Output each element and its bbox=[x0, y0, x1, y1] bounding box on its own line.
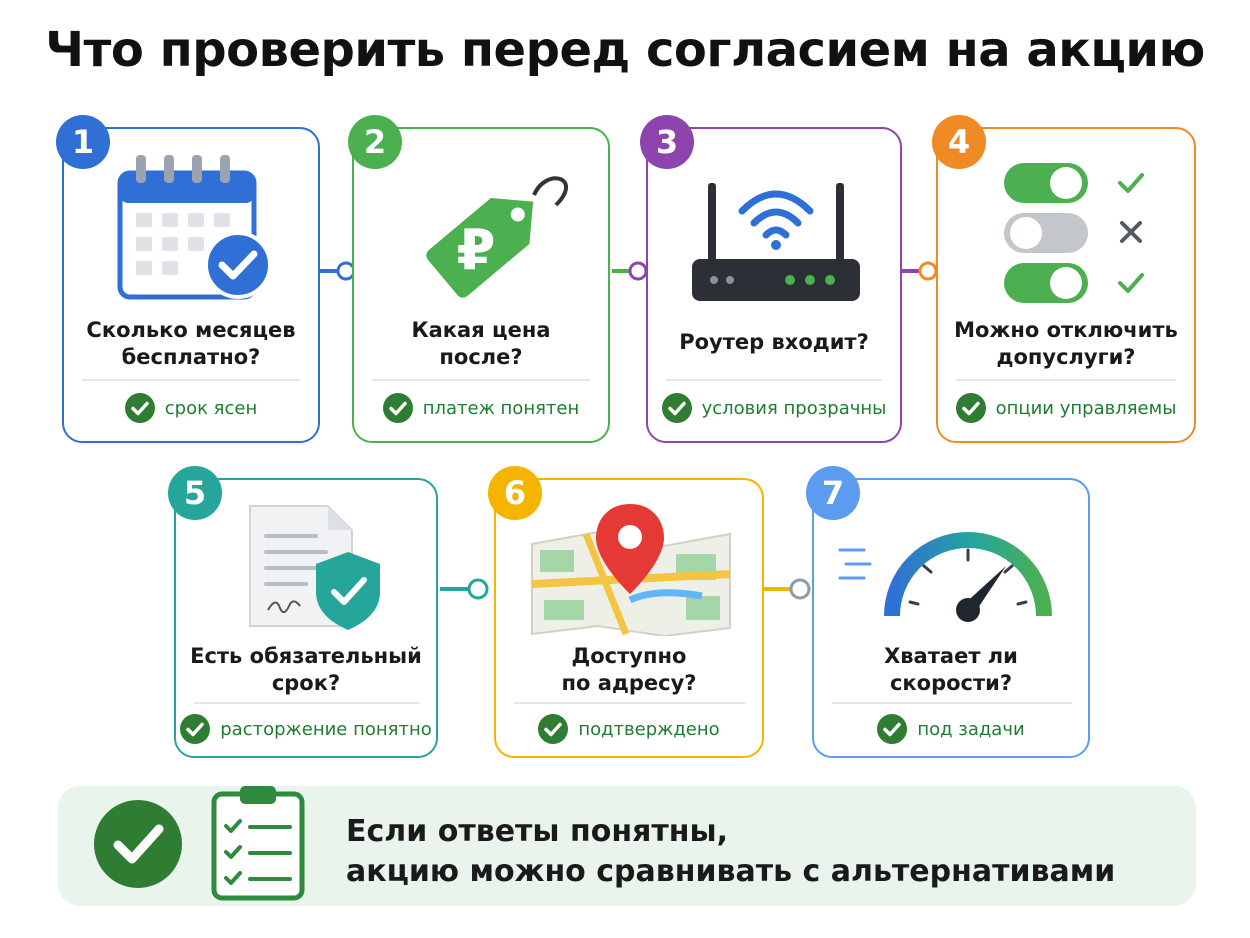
card-2: ₽ Какая цена после? платеж понятен bbox=[352, 127, 610, 443]
step-badge-5: 5 bbox=[168, 466, 222, 520]
step-badge-6: 6 bbox=[488, 466, 542, 520]
ruble-price-tag-icon: ₽ bbox=[426, 176, 569, 298]
calendar-check-icon bbox=[117, 155, 272, 300]
step-badge-4: 4 bbox=[932, 115, 986, 169]
card-1-divider bbox=[82, 379, 300, 381]
card-3: Роутер входит? условия прозрачны bbox=[646, 127, 902, 443]
card-4: Можно отключить допуслуги? опции управля… bbox=[936, 127, 1196, 443]
check-circle-icon bbox=[955, 393, 986, 423]
card-2-result: платеж понятен bbox=[354, 393, 608, 423]
check-circle-icon bbox=[538, 714, 569, 744]
card-5: Есть обязательный срок? расторжение поня… bbox=[174, 478, 438, 758]
card-6-result-label: подтверждено bbox=[578, 718, 720, 740]
step-badge-3: 3 bbox=[640, 115, 694, 169]
conclusion-text: Если ответы понятны, акцию можно сравнив… bbox=[346, 812, 1115, 892]
card-7-result: под задачи bbox=[814, 714, 1088, 744]
card-1-result-label: срок ясен bbox=[164, 397, 258, 419]
card-4-divider bbox=[956, 379, 1176, 381]
card-4-result: опции управляемы bbox=[938, 393, 1194, 423]
card-7-divider bbox=[832, 702, 1072, 704]
card-3-question: Роутер входит? bbox=[679, 330, 869, 354]
card-3-result-label: условия прозрачны bbox=[701, 397, 887, 419]
conclusion-line-2: акцию можно сравнивать с альтернативами bbox=[346, 854, 1116, 889]
card-1-question: Сколько месяцев бесплатно? bbox=[86, 318, 296, 369]
card-2-question: Какая цена после? bbox=[411, 318, 551, 369]
card-6-result: подтверждено bbox=[496, 714, 762, 744]
card-7-result-label: под задачи bbox=[917, 718, 1025, 740]
page-title: Что проверить перед согласием на акцию bbox=[45, 22, 1205, 78]
connector-6-7 bbox=[764, 578, 811, 600]
card-6-divider bbox=[514, 702, 746, 704]
step-badge-7: 7 bbox=[806, 466, 860, 520]
card-5-question: Есть обязательный срок? bbox=[190, 644, 422, 695]
card-6: Доступно по адресу? подтверждено bbox=[494, 478, 764, 758]
check-circle-icon bbox=[382, 393, 413, 423]
card-1-result: срок ясен bbox=[64, 393, 318, 423]
card-6-question: Доступно по адресу? bbox=[561, 644, 697, 695]
check-circle-icon bbox=[180, 714, 211, 744]
connector-2-3 bbox=[612, 261, 648, 281]
card-5-result-label: расторжение понятно bbox=[220, 718, 432, 740]
clipboard-checklist-icon bbox=[211, 786, 305, 901]
connector-5-6 bbox=[440, 578, 489, 600]
wifi-router-icon bbox=[692, 183, 860, 301]
conclusion-line-1: Если ответы понятны, bbox=[346, 814, 728, 849]
check-circle-icon bbox=[877, 714, 908, 744]
step-badge-1: 1 bbox=[56, 115, 110, 169]
card-1: Сколько месяцев бесплатно? срок ясен bbox=[62, 127, 320, 443]
card-7-question: Хватает ли скорости? bbox=[884, 644, 1018, 695]
toggle-switches-icon bbox=[1004, 163, 1144, 303]
svg-text:₽: ₽ bbox=[457, 218, 496, 283]
card-4-result-label: опции управляемы bbox=[995, 397, 1177, 419]
card-5-divider bbox=[194, 702, 420, 704]
card-7: Хватает ли скорости? под задачи bbox=[812, 478, 1090, 758]
connector-3-4 bbox=[902, 261, 938, 281]
contract-shield-icon bbox=[249, 505, 380, 630]
card-2-result-label: платеж понятен bbox=[422, 397, 580, 419]
check-circle-icon bbox=[661, 393, 692, 423]
step-badge-2: 2 bbox=[348, 115, 402, 169]
card-3-divider bbox=[666, 379, 882, 381]
speedometer-icon bbox=[838, 532, 1052, 622]
check-circle-icon bbox=[124, 393, 155, 423]
map-pin-icon bbox=[531, 504, 731, 636]
card-2-divider bbox=[372, 379, 590, 381]
card-5-result: расторжение понятно bbox=[176, 714, 436, 744]
card-4-question: Можно отключить допуслуги? bbox=[954, 318, 1178, 369]
card-3-result: условия прозрачны bbox=[648, 393, 900, 423]
check-circle-icon bbox=[94, 800, 182, 888]
